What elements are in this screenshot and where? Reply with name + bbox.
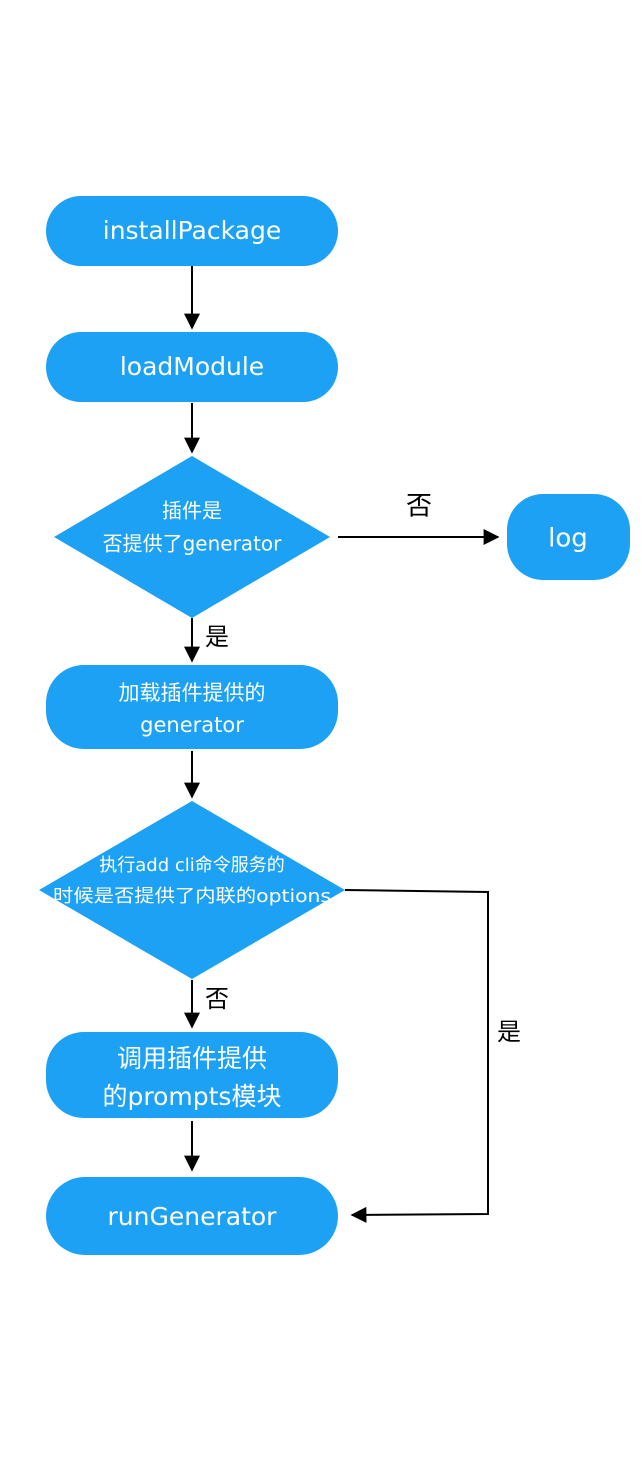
edge-label-inline-options-no: 否 bbox=[205, 985, 229, 1013]
node-has-generator-shape bbox=[54, 456, 330, 618]
node-load-module-shape bbox=[46, 332, 338, 402]
node-call-prompts[interactable]: 调用插件提供 的prompts模块 bbox=[46, 1032, 338, 1118]
node-call-prompts-line-2: 的prompts模块 bbox=[103, 1082, 282, 1111]
node-log[interactable]: log bbox=[507, 494, 630, 580]
node-has-generator-decision[interactable]: 插件是 否提供了generator bbox=[54, 456, 330, 618]
node-has-generator-line-2: 否提供了generator bbox=[103, 532, 283, 556]
edge-label-has-generator-no: 否 bbox=[406, 492, 432, 522]
node-log-shape bbox=[507, 494, 630, 580]
node-load-generator-line-1: 加载插件提供的 bbox=[119, 681, 266, 705]
node-load-module[interactable]: loadModule bbox=[46, 332, 338, 402]
node-has-generator-line-1: 插件是 bbox=[162, 499, 222, 523]
node-install-package-label: installPackage bbox=[103, 216, 281, 245]
node-load-generator-line-2: generator bbox=[140, 713, 244, 737]
edge-label-has-generator-yes: 是 bbox=[205, 623, 229, 651]
node-inline-options-decision[interactable]: 执行add cli命令服务的 时候是否提供了内联的options bbox=[39, 801, 345, 979]
node-run-generator[interactable]: runGenerator bbox=[46, 1177, 338, 1255]
node-load-generator-shape bbox=[46, 665, 338, 749]
node-install-package-shape bbox=[46, 196, 338, 266]
node-load-generator[interactable]: 加载插件提供的 generator bbox=[46, 665, 338, 749]
node-inline-options-line-2: 时候是否提供了内联的options bbox=[53, 886, 331, 907]
node-run-generator-label: runGenerator bbox=[108, 1202, 278, 1231]
edge-label-inline-options-yes: 是 bbox=[497, 1018, 521, 1046]
node-load-module-label: loadModule bbox=[120, 352, 264, 381]
node-call-prompts-line-1: 调用插件提供 bbox=[117, 1044, 267, 1073]
node-inline-options-line-1: 执行add cli命令服务的 bbox=[99, 855, 285, 876]
edges bbox=[184, 266, 500, 1223]
node-call-prompts-shape bbox=[46, 1032, 338, 1118]
node-install-package[interactable]: installPackage bbox=[46, 196, 338, 266]
node-log-label: log bbox=[548, 524, 588, 554]
node-run-generator-shape bbox=[46, 1177, 338, 1255]
edge-decision2-to-run bbox=[344, 889, 489, 1223]
node-inline-options-shape bbox=[39, 801, 345, 979]
